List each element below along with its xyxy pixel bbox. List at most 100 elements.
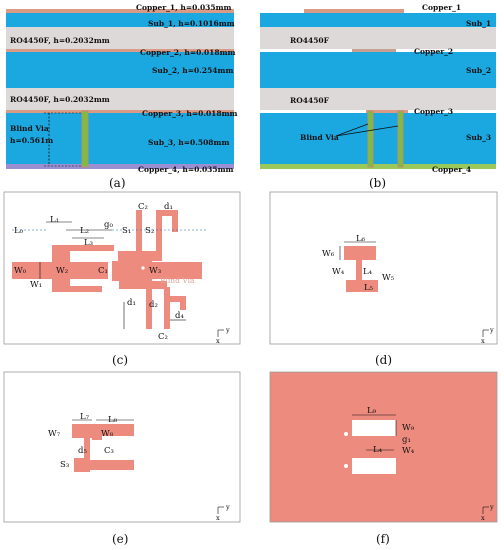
panel-e-bottom-layer: L₇ L₈ W₇ W₈ C₃ d₅ S₃ y x (e): [3, 371, 241, 546]
panel-d-caption: (d): [375, 353, 392, 367]
label-d5: d₅: [78, 446, 87, 456]
ro2-label: RO4450F, h=0.2032mm: [10, 95, 110, 104]
panel-a-caption: (a): [109, 176, 126, 190]
panel-c-caption: (c): [112, 353, 128, 367]
patch-bottom: [346, 280, 378, 292]
sub1-layer: [260, 13, 496, 27]
axis-x-label: x: [216, 514, 220, 522]
label-L3: L₃: [84, 238, 93, 248]
label-blind-via: Blind Via: [160, 276, 195, 285]
copper3-label: Copper_3: [414, 107, 453, 116]
label-d4: d₄: [175, 311, 184, 321]
stub-lower-2: [164, 287, 170, 329]
resonator-left-stub: [52, 245, 70, 291]
copper2-label: Copper_2, h=0.018mm: [140, 48, 236, 57]
label-L4: L₄: [373, 445, 383, 455]
axis-x-label: x: [481, 337, 485, 345]
axis-indicator: y x: [216, 503, 230, 522]
label-S1: S₁: [122, 226, 131, 236]
label-L8: L₈: [108, 415, 118, 425]
panel-e-frame: [3, 371, 241, 523]
panel-d-middle-layer: L₆ W₆ W₄ L₄ W₅ L₅ y x (d): [269, 191, 498, 367]
label-L2: L₂: [80, 226, 89, 236]
copper3-layer: [6, 110, 234, 113]
resonator-left-bottom: [52, 286, 102, 292]
label-W3: W₃: [149, 266, 161, 276]
coupling-line-c1: [66, 262, 108, 279]
axis-y-label: y: [489, 326, 494, 334]
stub-lower-end: [180, 296, 186, 310]
stub-upper-1: [136, 210, 142, 254]
axis-y-label: y: [225, 503, 230, 511]
copper2-label: Copper_2: [414, 47, 453, 56]
panel-f-caption: (f): [376, 532, 390, 546]
panel-b-stackup: Copper_1 Sub_1 RO4450F Copper_2 Sub_2 RO…: [260, 3, 496, 190]
label-W4: W₄: [332, 267, 345, 277]
label-g1: g₁: [402, 435, 411, 445]
copper2-layer: [6, 49, 234, 52]
slot-bottom: [352, 458, 396, 474]
panel-f-ground-layer: L₉ W₉ g₁ L₄ W₄ y x (f): [269, 371, 498, 546]
stub-upper-2: [156, 210, 162, 254]
sub2-layer: [6, 52, 234, 88]
label-C2-top: C₂: [138, 202, 148, 212]
label-L5: L₅: [364, 283, 374, 293]
blind-via: [81, 110, 89, 168]
pad-bottom-left: [74, 458, 90, 472]
stub-top: [92, 428, 102, 440]
sub2-label: Sub_2, h=0.254mm: [152, 66, 233, 75]
via-hole-bottom: [344, 464, 348, 468]
copper3-label: Copper_3, h=0.018mm: [142, 109, 238, 118]
via-height-label: h=0.561m: [10, 136, 53, 145]
prepreg1-layer: [260, 27, 496, 49]
label-d1-top: d₁: [164, 202, 173, 212]
label-C3: C₃: [104, 446, 114, 456]
via-dot: [141, 266, 145, 270]
panel-b-caption: (b): [369, 176, 386, 190]
copper1-pattern: [304, 9, 404, 13]
label-d2: d₂: [149, 300, 158, 310]
label-S2: S₂: [145, 226, 154, 236]
axis-y-label: y: [489, 503, 494, 511]
axis-indicator: y x: [481, 326, 494, 345]
axis-x-label: x: [216, 337, 220, 345]
prepreg2-layer: [6, 88, 234, 110]
copper4-layer: [260, 164, 496, 169]
label-W6: W₆: [322, 249, 335, 259]
sub3-label: Sub_3: [466, 133, 491, 142]
slot-top: [352, 420, 396, 436]
copper2-pattern: [352, 49, 396, 52]
label-g0: g₀: [104, 220, 113, 230]
sub1-layer: [6, 13, 234, 27]
label-L0: L₀: [14, 226, 24, 236]
copper4-layer: [6, 164, 234, 169]
ro2-label: RO4450F: [290, 96, 330, 105]
ro1-label: RO4450F: [290, 36, 330, 45]
stub-upper-end: [172, 210, 178, 232]
feed-line-right: [150, 262, 202, 279]
stub-upper-bridge: [156, 210, 178, 216]
label-L4: L₄: [363, 267, 373, 277]
panel-a-stackup: Copper_1, h=0.035mm Sub_1, h=0.1016mm RO…: [6, 3, 238, 190]
label-C1: C₁: [98, 266, 108, 276]
label-W9: W₉: [402, 423, 415, 433]
label-L9: L₉: [367, 406, 377, 416]
copper4-label: Copper_4: [432, 165, 471, 174]
panel-d-frame: [269, 191, 498, 345]
label-W0: W₀: [14, 266, 27, 276]
resonator-right-top: [118, 251, 162, 261]
panel-c-top-layer: L₀ L₁ L₂ L₃ g₀ S₁ S₂ C₂ d₁ W₀ W₂ W₁ C₁ W…: [3, 191, 241, 367]
prepreg1-layer: [6, 27, 234, 49]
copper1-label: Copper_1, h=0.035mm: [136, 3, 232, 12]
label-W2: W₂: [56, 266, 68, 276]
blind-via-right: [397, 110, 404, 168]
copper1-label: Copper_1: [422, 3, 461, 12]
blind-via-label: Blind Via: [300, 133, 339, 142]
label-L1: L₁: [50, 215, 59, 225]
blind-via-left: [367, 110, 374, 168]
prepreg2-layer: [260, 88, 496, 110]
sub2-layer: [260, 52, 496, 88]
label-S3: S₃: [60, 460, 69, 470]
patch-top: [344, 246, 376, 260]
